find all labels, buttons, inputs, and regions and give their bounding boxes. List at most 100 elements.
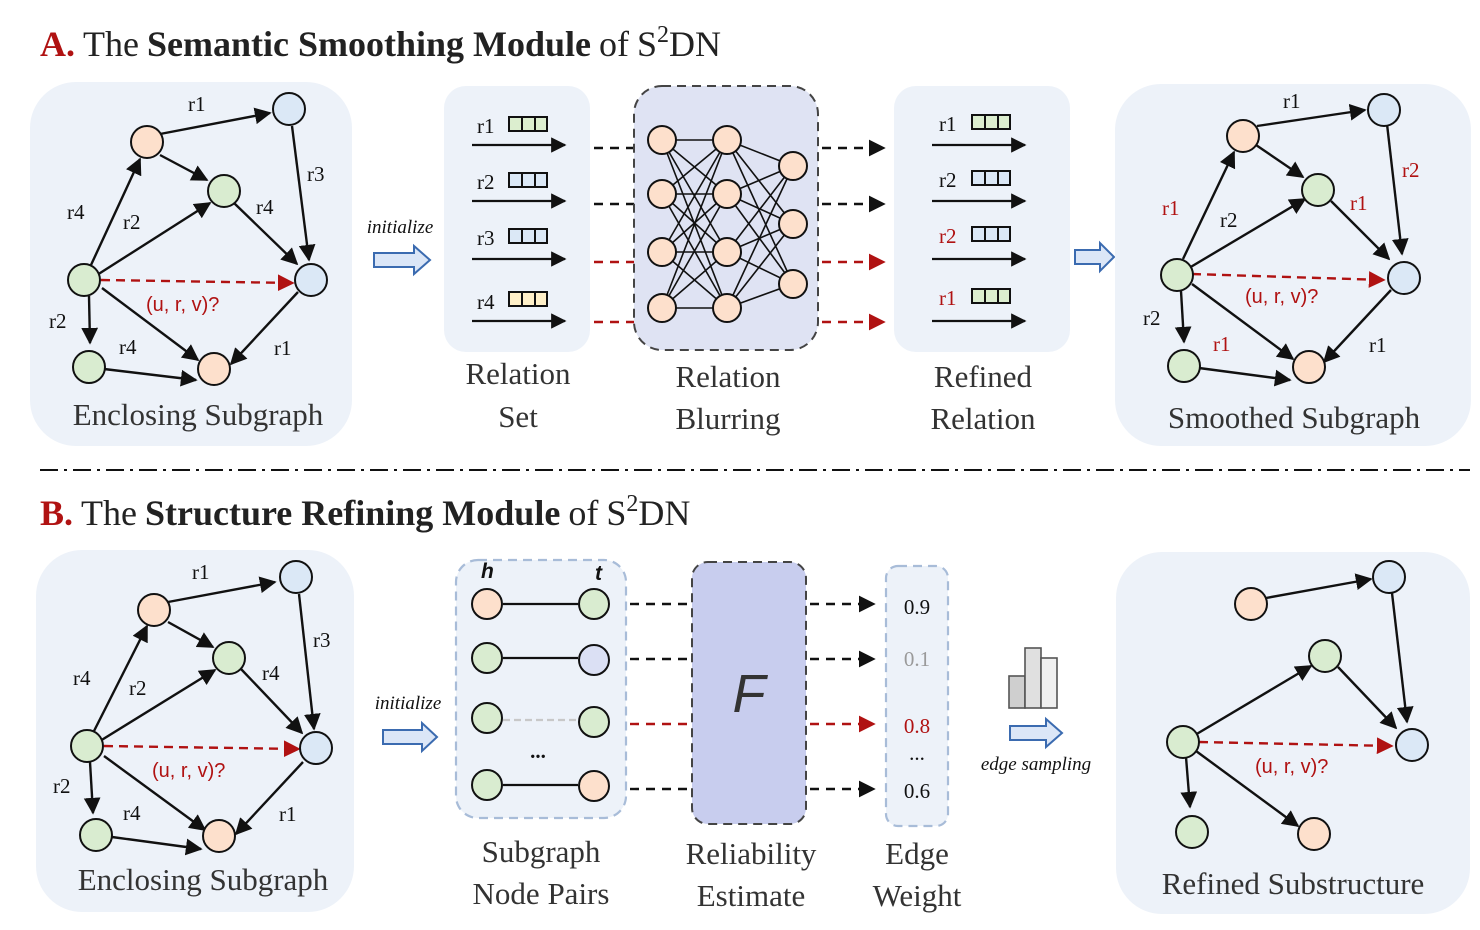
node [1226, 119, 1260, 153]
edge-label: r1 [279, 802, 297, 826]
node [1292, 350, 1326, 384]
edge-label: r1 [1369, 333, 1387, 357]
node [72, 350, 106, 384]
query-label: (u, r, v)? [1245, 286, 1318, 308]
node [1308, 639, 1342, 673]
subgraph-node-pairs: h t ... Subgraph Node Pairs [454, 558, 628, 911]
node [578, 644, 610, 676]
nn-connection [661, 139, 728, 253]
nn-connection [726, 165, 794, 309]
node [67, 263, 101, 297]
nn-neuron [647, 125, 677, 155]
edge-label: r1 [274, 336, 292, 360]
relation-label: r2 [939, 224, 957, 248]
query-label: (u, r, v)? [152, 760, 225, 782]
smoothed-subgraph-panel: r1 r2 r1 r2 r1 r2 r1 r1 (u, r, v)? Smoot… [1115, 84, 1471, 446]
edge-label: r2 [123, 210, 141, 234]
edge-label: r1 [1283, 89, 1301, 113]
node [1395, 728, 1429, 762]
node [70, 729, 104, 763]
node [1175, 815, 1209, 849]
block-arrow-icon [1074, 240, 1116, 274]
node [137, 593, 171, 627]
edge-label: r4 [262, 661, 280, 685]
caption: Node Pairs [473, 876, 610, 911]
caption: Enclosing Subgraph [73, 397, 324, 432]
nn-connection [726, 139, 794, 285]
caption: Relation [675, 359, 781, 394]
edge-label: r1 [1350, 191, 1368, 215]
edge-label: r4 [123, 801, 141, 825]
nn-neuron [778, 269, 808, 299]
edge-label: r2 [1220, 208, 1238, 232]
edge-label: r2 [49, 309, 67, 333]
node [1167, 349, 1201, 383]
reliability-estimator: F Reliability Estimate [686, 561, 817, 913]
embedding-vector-icon [971, 114, 1011, 304]
node [1297, 817, 1331, 851]
caption: Weight [873, 878, 962, 913]
relation-label: r4 [477, 290, 495, 314]
nn-connection [726, 223, 794, 309]
node [272, 92, 306, 126]
edge-label: r2 [129, 676, 147, 700]
head-label: h [481, 560, 494, 583]
tail-label: t [595, 562, 603, 585]
edge-label: r3 [307, 162, 325, 186]
node [1301, 173, 1335, 207]
caption: Smoothed Subgraph [1168, 400, 1421, 435]
node [1372, 560, 1406, 594]
caption: Refined Substructure [1162, 866, 1425, 901]
node [212, 641, 246, 675]
edge-label: r2 [1402, 158, 1420, 182]
edge-label: r3 [313, 628, 331, 652]
weight-value: 0.1 [904, 647, 930, 671]
node [471, 769, 503, 801]
node [578, 706, 610, 738]
nn-neuron [712, 179, 742, 209]
node [578, 588, 610, 620]
query-label: (u, r, v)? [1255, 756, 1328, 778]
relation-label: r1 [939, 112, 957, 136]
ellipsis: ... [530, 739, 546, 763]
embedding-vector-icon [508, 116, 548, 307]
caption: Relation [465, 356, 571, 391]
block-arrow-icon [382, 720, 439, 754]
caption: Set [498, 399, 538, 434]
refined-relation-panel: r1 r2 r2 r1 Refined Relation [894, 86, 1070, 436]
node [202, 819, 236, 853]
node [197, 352, 231, 386]
caption: Refined [934, 359, 1033, 394]
histogram-icon [1008, 647, 1058, 709]
edge-label: r2 [1143, 306, 1161, 330]
node [471, 702, 503, 734]
caption: Estimate [697, 878, 805, 913]
nn-connection [661, 193, 728, 309]
relation-blurring-network: Relation Blurring [633, 85, 819, 436]
nn-neuron [712, 237, 742, 267]
nn-neuron [647, 237, 677, 267]
weight-value: 0.6 [904, 779, 930, 803]
initialize-label: initialize [367, 217, 434, 238]
edge-label: r2 [53, 774, 71, 798]
node [1234, 587, 1268, 621]
node [1160, 258, 1194, 292]
edge-label: r4 [73, 666, 91, 690]
caption: Enclosing Subgraph [78, 862, 329, 897]
node [1166, 725, 1200, 759]
edge-label: r4 [67, 200, 85, 224]
nn-neuron [647, 293, 677, 323]
relation-label: r1 [477, 114, 495, 138]
weight-value: 0.8 [904, 714, 930, 738]
weight-value: 0.9 [904, 595, 930, 619]
node [279, 560, 313, 594]
b-enclosing-subgraph-panel: r1 r3 r4 r2 r4 r2 r4 r1 (u, r, v)? Enclo… [36, 550, 354, 912]
relation-set-panel: r1 r2 r3 r4 Relation Set [444, 86, 590, 434]
node [471, 642, 503, 674]
nn-neuron [778, 151, 808, 181]
relation-label: r2 [477, 170, 495, 194]
caption: Subgraph [482, 834, 601, 869]
caption: Relation [930, 401, 1036, 436]
node [79, 818, 113, 852]
